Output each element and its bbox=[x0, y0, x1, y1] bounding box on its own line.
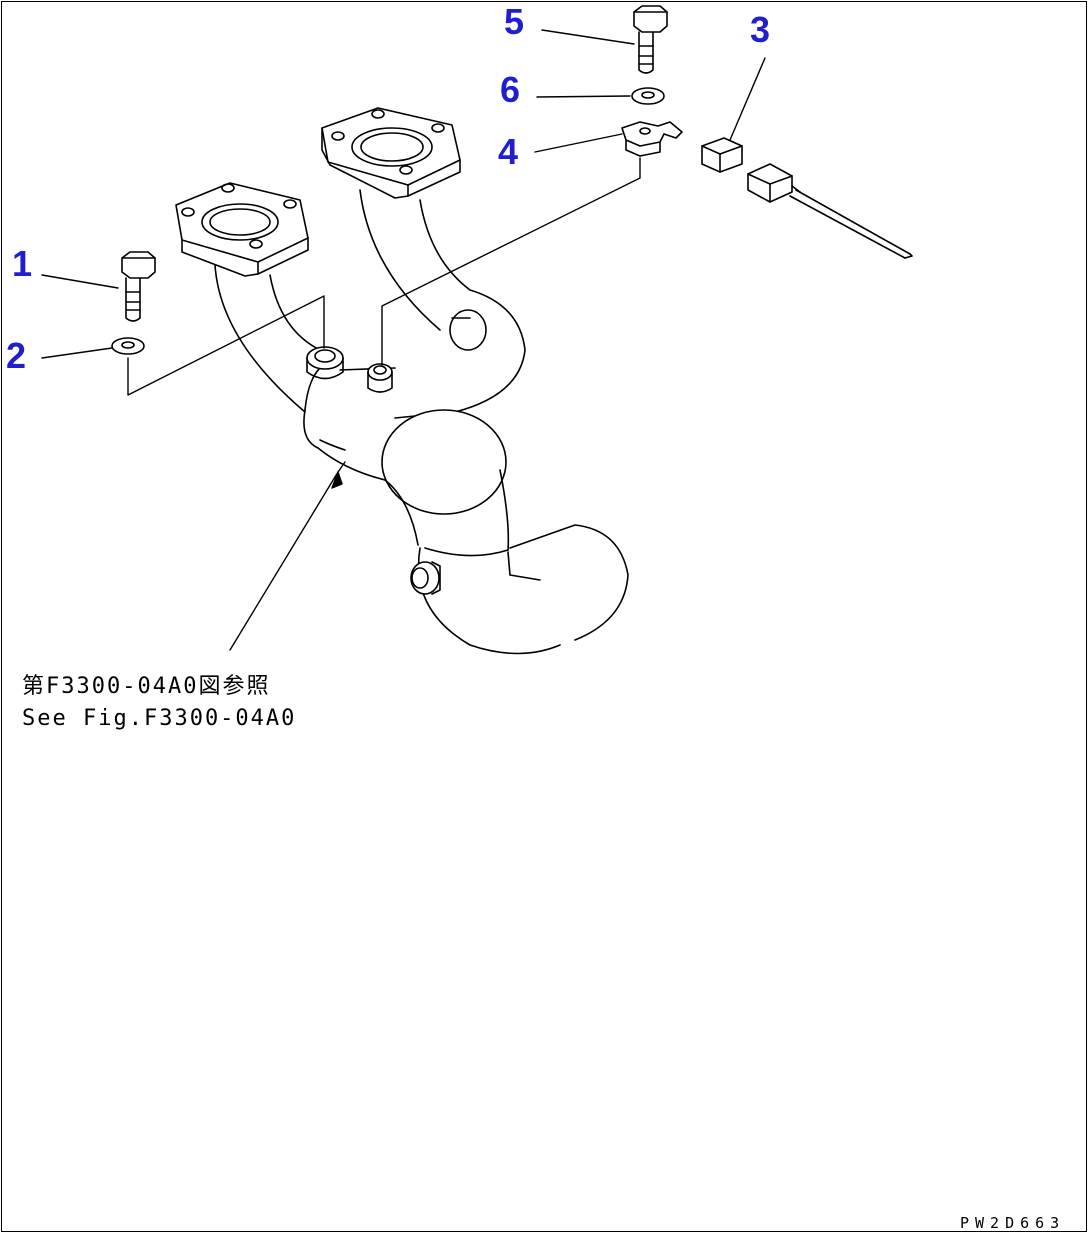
callout-5: 5 bbox=[504, 1, 525, 42]
bracket-4 bbox=[621, 121, 683, 157]
reference-note-english: See Fig.F3300-04A0 bbox=[22, 706, 297, 731]
leader-5 bbox=[541, 29, 635, 45]
drawing-code: PW2D663 bbox=[960, 1214, 1066, 1232]
boss-left bbox=[306, 346, 344, 380]
callout-4: 4 bbox=[498, 131, 519, 172]
left-pipe bbox=[214, 264, 321, 413]
collector-body bbox=[303, 367, 510, 551]
leader-4 bbox=[534, 133, 623, 153]
assembly-lines bbox=[127, 157, 641, 396]
boss-right bbox=[367, 363, 393, 393]
exhaust-temp-sensor bbox=[747, 163, 913, 259]
right-flange bbox=[321, 107, 461, 199]
leader-lines bbox=[41, 29, 766, 359]
washer-2 bbox=[111, 337, 145, 355]
outlet-pipe bbox=[410, 524, 629, 655]
left-flange bbox=[175, 182, 309, 277]
callout-2: 2 bbox=[6, 335, 27, 376]
washer-6 bbox=[631, 87, 665, 105]
bolt-1 bbox=[121, 251, 156, 322]
bolt-5 bbox=[633, 5, 668, 74]
callout-3: 3 bbox=[750, 9, 771, 50]
reference-note-japanese: 第F3300-04A0図参照 bbox=[22, 674, 271, 699]
callout-1: 1 bbox=[12, 243, 33, 284]
reference-arrow bbox=[229, 461, 346, 651]
callout-6: 6 bbox=[500, 69, 521, 110]
leader-3 bbox=[729, 57, 766, 141]
leader-2 bbox=[41, 347, 113, 359]
leader-1 bbox=[41, 274, 119, 289]
leader-6 bbox=[536, 95, 631, 98]
right-pipe bbox=[359, 189, 526, 419]
sensor-cap-3 bbox=[701, 137, 743, 173]
